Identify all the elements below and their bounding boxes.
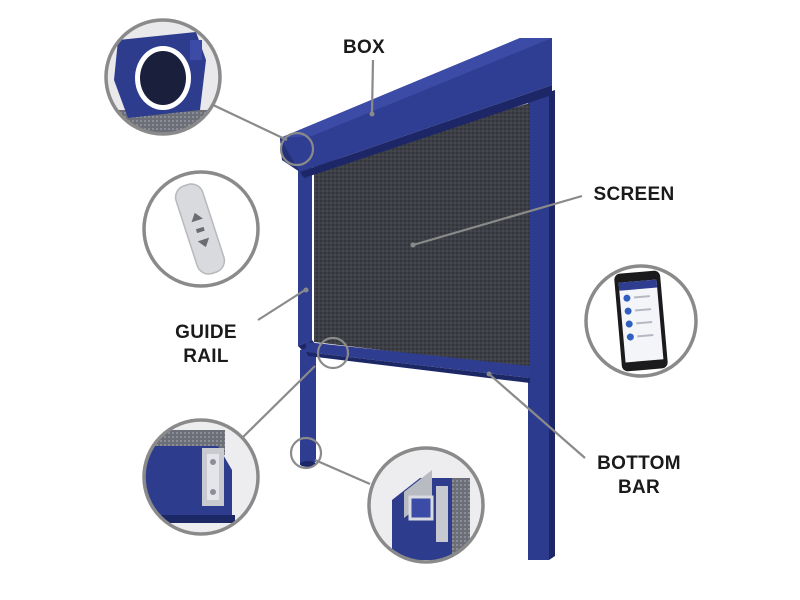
guide-rail-label-line1: GUIDE bbox=[175, 322, 237, 343]
left-post bbox=[300, 346, 316, 465]
leader-lines bbox=[210, 59, 586, 486]
bar-profile-icon bbox=[392, 470, 470, 560]
bottom-bar-label-line2: BAR bbox=[617, 477, 661, 498]
screen-fabric bbox=[314, 103, 530, 368]
guide-rail bbox=[298, 165, 312, 346]
right-post bbox=[528, 92, 549, 560]
detail-box-cross-section bbox=[104, 18, 222, 136]
phone-icon bbox=[614, 270, 668, 372]
detail-bottom-bar-profile bbox=[367, 446, 485, 564]
detail-remote-control bbox=[142, 170, 260, 288]
guide-rail-label: GUIDE RAIL bbox=[168, 321, 244, 369]
cassette-box bbox=[280, 38, 552, 172]
guide-rail-label-line2: RAIL bbox=[183, 346, 229, 367]
detail-smartphone-app bbox=[584, 264, 698, 378]
detail-guide-rail-profile bbox=[142, 418, 260, 536]
bottom-bar-label-line1: BOTTOM bbox=[597, 453, 681, 474]
remote-icon bbox=[174, 183, 226, 275]
bottom-bar bbox=[306, 342, 530, 378]
bottom-bar-label: BOTTOM BAR bbox=[584, 452, 694, 500]
box-label: BOX bbox=[342, 37, 386, 58]
zip-screen-unit bbox=[280, 38, 555, 560]
screen-label: SCREEN bbox=[593, 184, 675, 205]
